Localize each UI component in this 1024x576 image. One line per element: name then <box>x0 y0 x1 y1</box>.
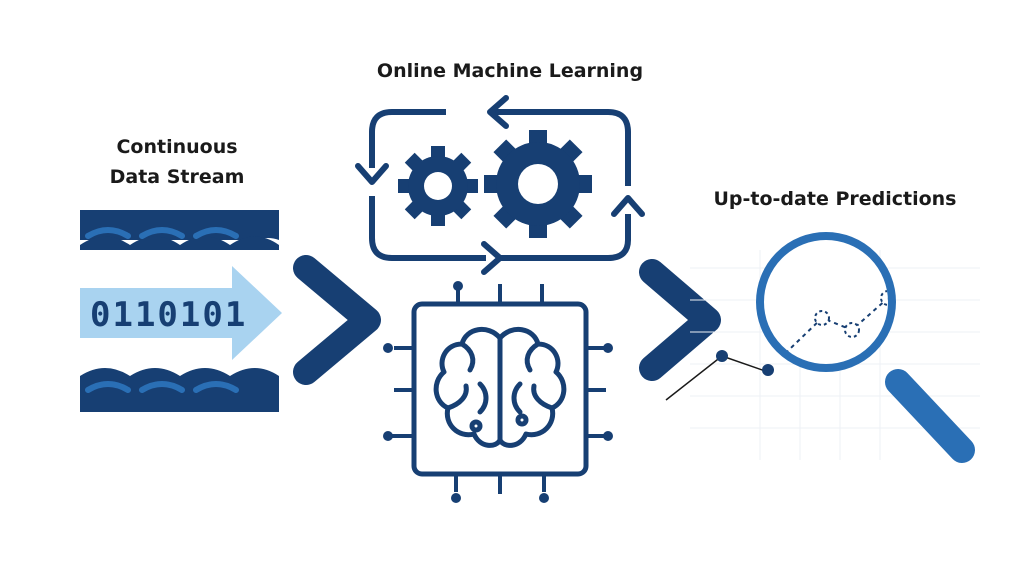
brain-icon <box>433 327 567 448</box>
bottom-wave-bar <box>80 368 279 412</box>
data-stream-label-line1: Continuous <box>116 136 238 158</box>
data-stream-icon: 0110101 <box>80 210 282 412</box>
data-stream-label: Continuous Data Stream <box>92 132 262 192</box>
data-stream-label-line2: Data Stream <box>109 166 245 188</box>
large-gear-icon <box>484 130 592 238</box>
predictions-label: Up-to-date Predictions <box>713 188 957 210</box>
gears-cycle-icon <box>355 95 645 275</box>
magnifier-chart-icon <box>665 232 980 463</box>
online-ml-label: Online Machine Learning <box>376 60 644 82</box>
binary-text: 0110101 <box>90 295 247 335</box>
chevron-right-icon-2 <box>639 259 721 381</box>
small-gear-icon <box>398 146 478 226</box>
brain-chip-icon <box>383 281 613 503</box>
chevron-right-icon-1 <box>293 255 381 385</box>
binary-arrow: 0110101 <box>80 266 282 360</box>
top-wave-bar <box>80 210 279 250</box>
